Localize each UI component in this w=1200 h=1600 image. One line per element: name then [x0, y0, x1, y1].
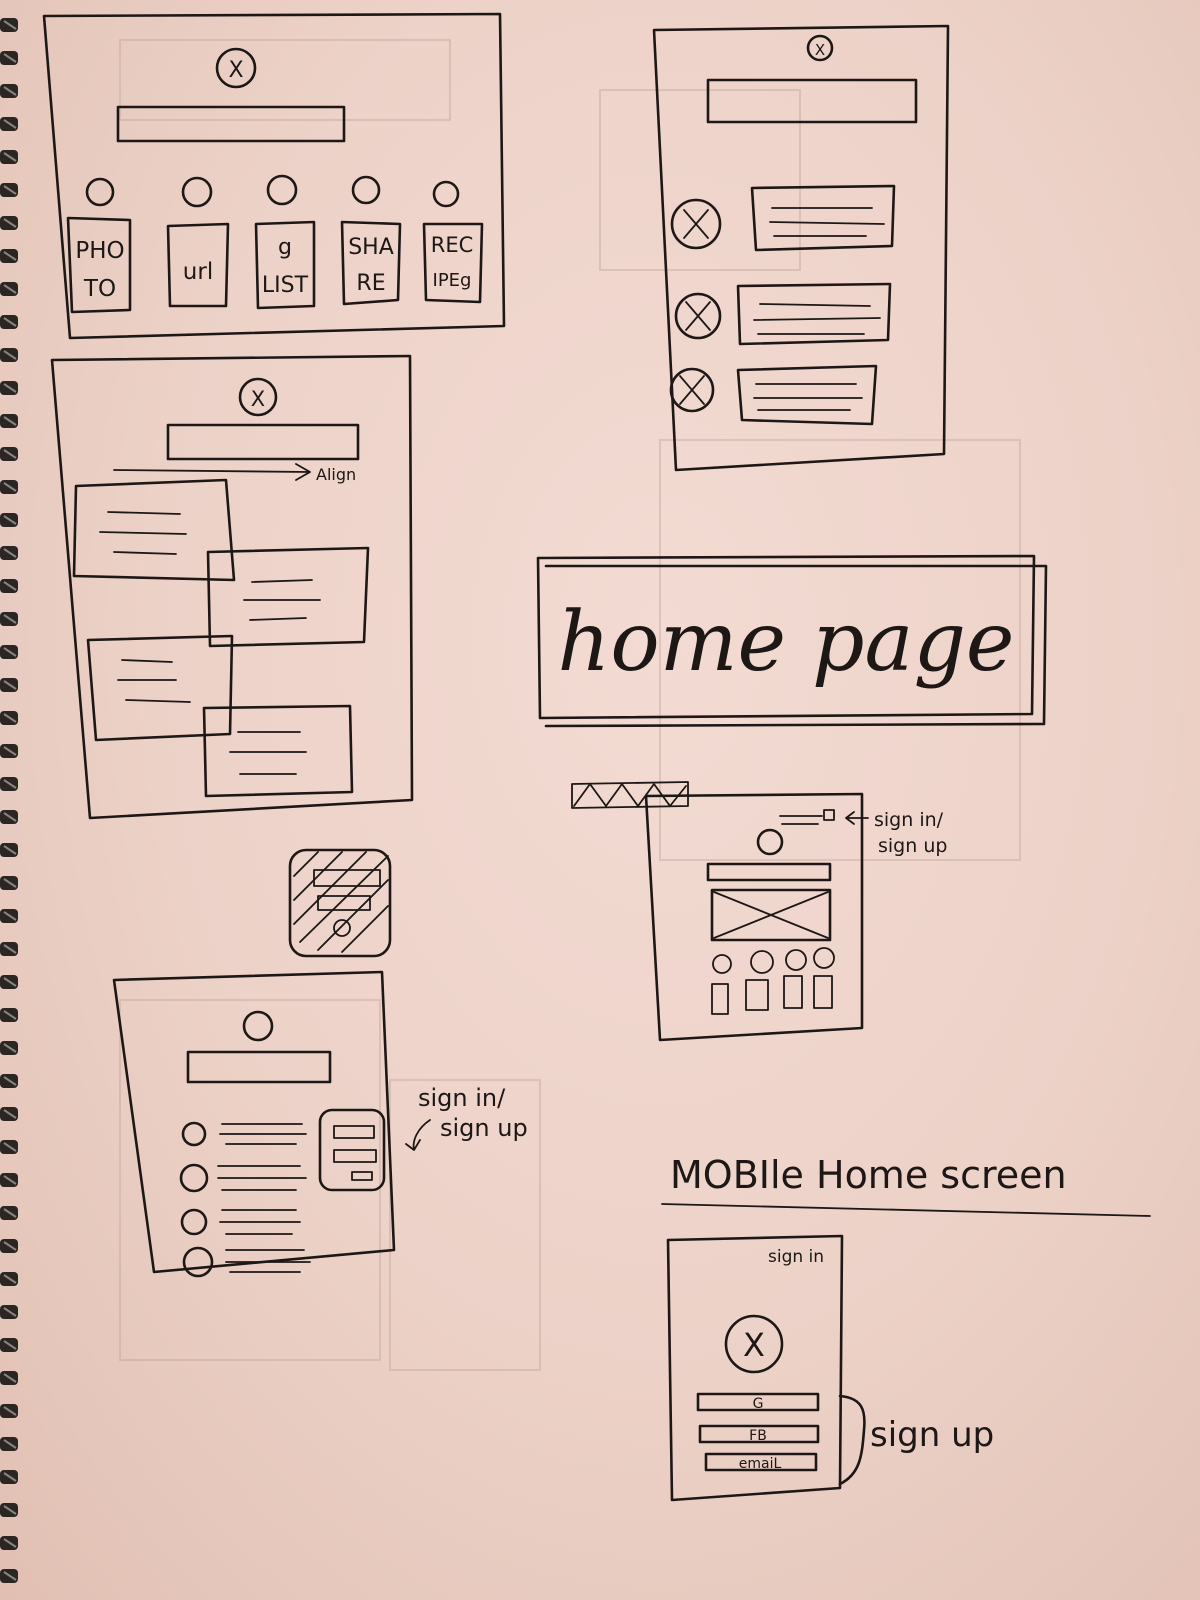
signup-bracket: [838, 1394, 866, 1486]
spiral-binding: [0, 18, 18, 1583]
tile-label: TO: [83, 276, 116, 302]
avatar: [180, 1208, 208, 1236]
card: [202, 704, 354, 798]
tile-recipes: [422, 222, 484, 304]
logo-circle: [242, 1010, 274, 1042]
close-mark: X: [743, 1326, 765, 1364]
tile-label: LIST: [262, 273, 309, 298]
tile-dot: [432, 180, 460, 208]
hero-image: [710, 888, 832, 942]
search-bar: [166, 423, 360, 461]
callout-label: sign up: [878, 835, 947, 857]
mobile-home-sketch: MOBIle Home screen sign in X G FB emaiL …: [661, 1153, 1151, 1502]
callout-label: sign in/: [874, 809, 944, 831]
button-label: FB: [749, 1428, 767, 1444]
tile-url: [166, 222, 230, 308]
home-page-title: home page: [558, 595, 1015, 690]
media-sketch: X PHO TO url g LIST SHA RE REC IPEg: [42, 12, 506, 340]
close-icon: [724, 1314, 784, 1374]
callout-label: sign in/: [418, 1084, 506, 1112]
tile-share: [340, 220, 402, 306]
close-icon: [238, 377, 278, 417]
close-mark: X: [228, 58, 243, 83]
callout-arrow: [845, 811, 869, 825]
home-page-label: home page: [536, 554, 1048, 728]
logo-circle: [756, 828, 784, 856]
bleed-through: [119, 39, 1021, 1371]
align-arrow: [113, 463, 311, 481]
button-label: G: [753, 1396, 764, 1412]
scribble-strip: [571, 781, 689, 809]
mobile-frame: [666, 1234, 844, 1502]
signin-popup: [318, 1108, 386, 1192]
tile-list: [254, 220, 316, 310]
card: [72, 478, 236, 582]
tile-label: RE: [356, 271, 385, 296]
tile-label: url: [183, 259, 213, 285]
list-row: [674, 282, 892, 346]
tile-label: IPEg: [433, 270, 472, 291]
avatar: [670, 198, 722, 250]
mobile-heading: MOBIle Home screen: [670, 1153, 1067, 1197]
tile-label: PHO: [75, 238, 124, 264]
desktop-home-frame: [644, 792, 864, 1042]
avatar: [181, 1121, 207, 1147]
list-sketch-frame: [652, 24, 950, 472]
close-icon: [215, 47, 257, 89]
tile-dot: [351, 175, 381, 205]
list-card: [736, 282, 892, 346]
hatched-widget: [288, 848, 392, 958]
callout-arrow: [405, 1119, 431, 1151]
card: [206, 546, 370, 648]
close-mark: X: [815, 41, 825, 59]
card: [86, 634, 234, 742]
list-card: [750, 184, 896, 252]
search-bar: [116, 105, 346, 143]
align-sketch: X Align: [50, 354, 414, 820]
signin-list-frame: [112, 970, 396, 1274]
close-icon: [806, 34, 834, 62]
align-label: Align: [316, 465, 356, 484]
google-button: [696, 1392, 820, 1412]
avatar: [674, 292, 722, 340]
list-row: [670, 184, 896, 252]
home-page-box: [536, 554, 1036, 720]
button-label: emaiL: [739, 1456, 782, 1472]
media-sketch-frame: [42, 12, 506, 340]
callout-label: sign up: [440, 1114, 528, 1142]
avatar: [179, 1163, 209, 1193]
bracket-label: sign up: [870, 1415, 994, 1455]
tile-dot: [85, 177, 115, 207]
align-sketch-frame: [50, 354, 414, 820]
tile-label: g: [278, 235, 292, 260]
search-bar: [706, 78, 918, 124]
search-bar: [706, 862, 832, 882]
sign-in-link: sign in: [768, 1247, 824, 1267]
email-button: [704, 1452, 818, 1472]
tile-label: SHA: [348, 235, 394, 260]
list-card: [736, 364, 878, 426]
tile-label: REC: [431, 233, 474, 257]
avatar: [182, 1246, 214, 1278]
widget-frame: [288, 848, 392, 958]
list-sketch: X: [652, 24, 950, 472]
desktop-home-sketch: sign in/ sign up: [571, 781, 947, 1042]
signin-list-sketch: sign in/ sign up: [112, 970, 528, 1278]
search-bar: [186, 1050, 332, 1084]
avatar: [669, 367, 715, 413]
list-row: [669, 364, 878, 426]
tile-dot: [181, 176, 213, 208]
tile-photo: [66, 216, 132, 314]
tile-dot: [266, 174, 298, 206]
close-mark: X: [251, 387, 265, 411]
facebook-button: [698, 1424, 820, 1444]
